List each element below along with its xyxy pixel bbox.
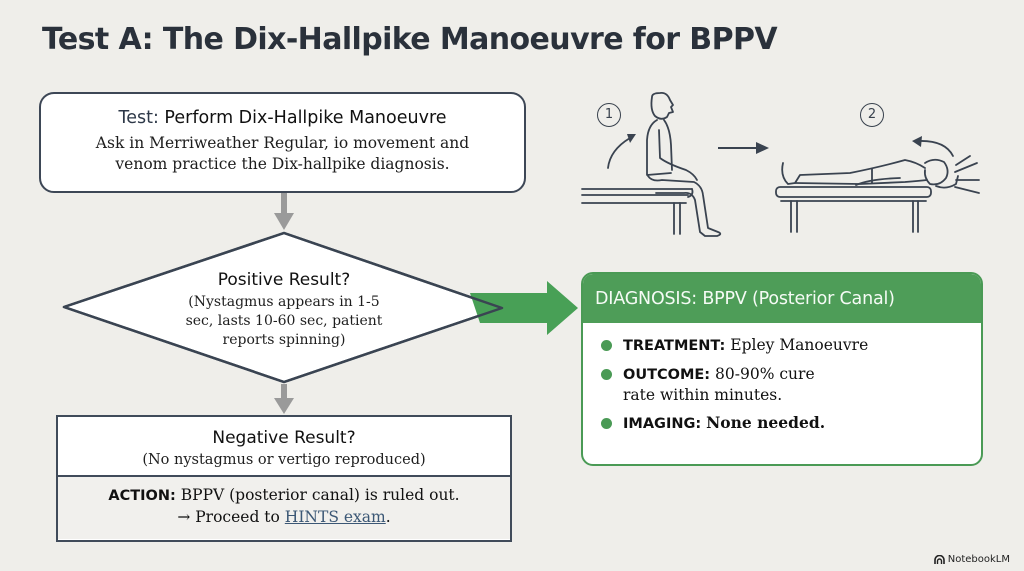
action-text: BPPV (posterior canal) is ruled out.	[180, 486, 460, 504]
test-heading-text: Perform Dix-Hallpike Manoeuvre	[164, 108, 447, 128]
positive-result-decision: Positive Result? (Nystagmus appears in 1…	[150, 270, 418, 350]
action-label: ACTION:	[108, 488, 176, 504]
item-value: None needed.	[706, 413, 826, 432]
positive-detail-line: reports spinning)	[222, 332, 346, 348]
step-1-badge: 1	[597, 103, 621, 127]
down-arrow-1	[274, 193, 294, 230]
notebooklm-watermark: NotebookLM	[933, 554, 1010, 565]
sitting-patient-illustration	[581, 91, 722, 237]
item-value: 80-90% cure rate within minutes.	[623, 365, 815, 404]
test-heading: Test: Perform Dix-Hallpike Manoeuvre	[41, 108, 524, 128]
step-2-badge: 2	[860, 103, 884, 127]
negative-result-header: Negative Result? (No nystagmus or vertig…	[58, 417, 510, 477]
positive-detail-line: sec, lasts 10-60 sec, patient	[185, 313, 383, 329]
diagnosis-header: DIAGNOSIS: BPPV (Posterior Canal)	[583, 274, 981, 323]
page-title: Test A: The Dix-Hallpike Manoeuvre for B…	[42, 22, 778, 57]
brand-label: NotebookLM	[947, 554, 1010, 565]
bullet-icon	[601, 369, 612, 380]
test-body-line: venom practice the Dix-hallpike diagnosi…	[115, 155, 450, 173]
diagnosis-box: DIAGNOSIS: BPPV (Posterior Canal) TREATM…	[581, 272, 983, 466]
proceed-text: Proceed to	[195, 508, 280, 526]
item-label: TREATMENT:	[623, 338, 726, 354]
diagnosis-item-treatment: TREATMENT: Epley Manoeuvre	[601, 335, 981, 356]
diagnosis-item-imaging: IMAGING: None needed.	[601, 413, 981, 434]
proceed-end: .	[385, 508, 391, 526]
green-arrow	[470, 281, 578, 335]
positive-detail-line: (Nystagmus appears in 1-5	[188, 294, 380, 310]
test-body-line: Ask in Merriweather Regular, io movement…	[95, 134, 470, 152]
notebooklm-logo-icon	[933, 555, 945, 564]
bullet-icon	[601, 340, 612, 351]
positive-question: Positive Result?	[217, 270, 351, 290]
proceed-arrow-icon: →	[177, 508, 191, 526]
diagnosis-list: TREATMENT: Epley Manoeuvre OUTCOME: 80-9…	[583, 323, 981, 434]
positive-detail: (Nystagmus appears in 1-5 sec, lasts 10-…	[150, 293, 418, 350]
item-label: OUTCOME:	[623, 367, 711, 383]
hints-exam-link[interactable]: HINTS exam	[284, 508, 386, 526]
test-label: Test:	[118, 108, 159, 128]
proceed-line: → Proceed to HINTS exam.	[58, 508, 510, 526]
negative-action: ACTION: BPPV (posterior canal) is ruled …	[58, 477, 510, 539]
bullet-icon	[601, 418, 612, 429]
test-step-box: Test: Perform Dix-Hallpike Manoeuvre Ask…	[39, 92, 526, 193]
item-value: Epley Manoeuvre	[730, 336, 869, 354]
negative-result-box: Negative Result? (No nystagmus or vertig…	[56, 415, 512, 542]
negative-question: Negative Result?	[212, 428, 356, 448]
lying-patient-illustration	[775, 140, 980, 233]
down-arrow-2	[274, 384, 294, 414]
diagnosis-item-outcome: OUTCOME: 80-90% cure rate within minutes…	[601, 364, 833, 405]
test-body: Ask in Merriweather Regular, io movement…	[41, 133, 524, 175]
item-label: IMAGING:	[623, 416, 702, 432]
action-line: ACTION: BPPV (posterior canal) is ruled …	[58, 486, 510, 504]
negative-detail: (No nystagmus or vertigo reproduced)	[142, 452, 426, 468]
